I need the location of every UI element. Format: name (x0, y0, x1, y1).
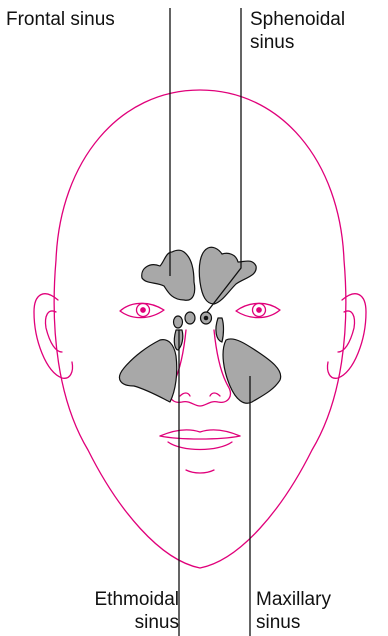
left-ear (34, 294, 73, 379)
maxillary-sinus-left (119, 340, 176, 402)
ethmoidal-sinus-cell-center (185, 312, 195, 324)
lower-lip (168, 442, 232, 450)
upper-lip (160, 430, 240, 436)
head-outline (54, 90, 346, 568)
mouth-line (160, 436, 240, 439)
maxillary-sinus-right (223, 339, 281, 403)
ethmoidal-sinus-cell-left (174, 316, 183, 328)
right-ear (327, 294, 366, 379)
frontal-sinus-left (142, 250, 195, 300)
frontal-sinus-right (199, 247, 256, 304)
